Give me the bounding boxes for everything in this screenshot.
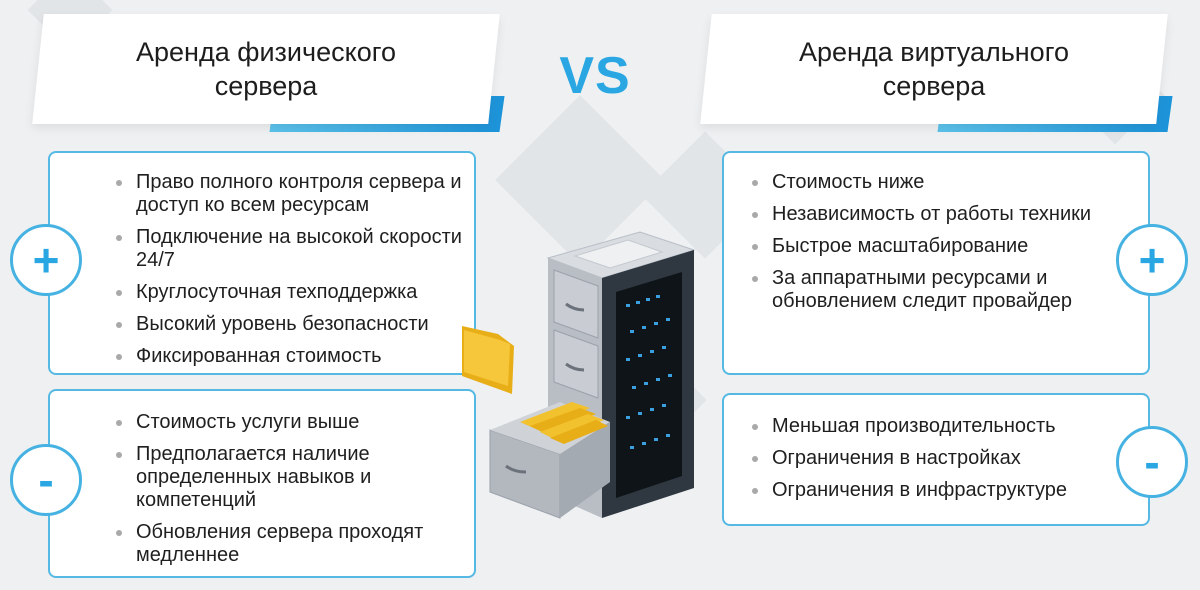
list-item: Ограничения в настройках [750, 447, 1108, 470]
list-item: Ограничения в инфраструктуре [750, 479, 1108, 502]
list-item: Право полного контроля сервера и доступ … [114, 171, 464, 217]
minus-icon: - [10, 444, 82, 516]
list-item: Фиксированная стоимость [114, 345, 464, 368]
vs-label: VS [559, 47, 631, 105]
minus-icon: - [1116, 426, 1188, 498]
list-item: Высокий уровень безопасности [114, 313, 464, 336]
server-cabinet-icon [462, 231, 696, 519]
virtual-server-header: Аренда виртуального сервера [700, 14, 1173, 132]
list-item: Подключение на высокой скорости 24/7 [114, 226, 464, 272]
list-item: Обновления сервера проходят медленнее [114, 521, 464, 567]
physical-server-header: Аренда физического сервера [32, 14, 505, 132]
folder-icon [520, 402, 608, 444]
virtual-pros-card: Стоимость ниже Независимость от работы т… [722, 151, 1150, 375]
physical-cons-card: Стоимость услуги выше Предполагается нал… [48, 389, 476, 578]
list-item: За аппаратными ресурсами и обновлением с… [750, 267, 1108, 313]
physical-pros-list: Право полного контроля сервера и доступ … [114, 171, 464, 368]
physical-cons-list: Стоимость услуги выше Предполагается нал… [114, 411, 464, 567]
list-item: Быстрое масштабирование [750, 235, 1108, 258]
list-item: Стоимость ниже [750, 171, 1108, 194]
virtual-pros-list: Стоимость ниже Независимость от работы т… [750, 171, 1108, 313]
physical-server-title: Аренда физического сервера [136, 37, 396, 101]
plus-icon: + [10, 224, 82, 296]
list-item: Предполагается наличие определенных навы… [114, 443, 464, 512]
list-item: Круглосуточная техподдержка [114, 281, 464, 304]
list-item: Меньшая производительность [750, 415, 1108, 438]
physical-pros-card: Право полного контроля сервера и доступ … [48, 151, 476, 375]
plus-icon: + [1116, 224, 1188, 296]
list-item: Независимость от работы техники [750, 203, 1108, 226]
list-item: Стоимость услуги выше [114, 411, 464, 434]
virtual-server-title: Аренда виртуального сервера [799, 37, 1069, 101]
virtual-cons-list: Меньшая производительность Ограничения в… [750, 415, 1108, 502]
virtual-cons-card: Меньшая производительность Ограничения в… [722, 393, 1150, 526]
